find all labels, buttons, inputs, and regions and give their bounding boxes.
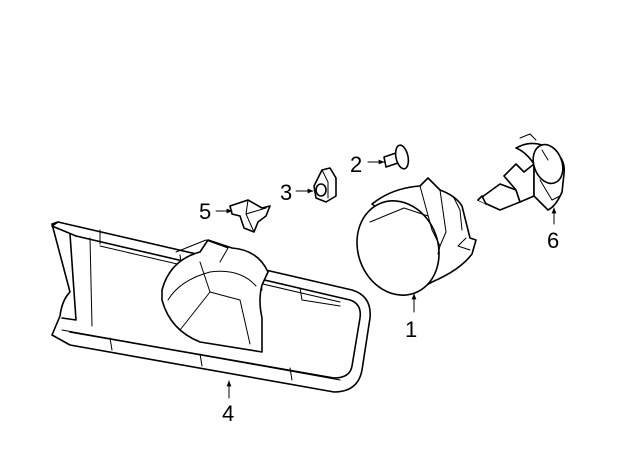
screw-part [383,144,410,170]
callout-lamp: 1 [405,317,417,342]
callout-screw: 2 [350,152,362,177]
leader-arrows [215,159,557,399]
nut-part [313,167,337,203]
bezel-part [51,221,371,393]
callout-nut: 3 [280,180,292,205]
lamp-part [356,177,477,296]
bracket-part [229,199,271,233]
callout-bulb: 6 [547,228,559,253]
bulb-part [477,133,566,211]
callout-bracket: 5 [199,199,211,224]
callout-bezel: 4 [222,401,234,426]
